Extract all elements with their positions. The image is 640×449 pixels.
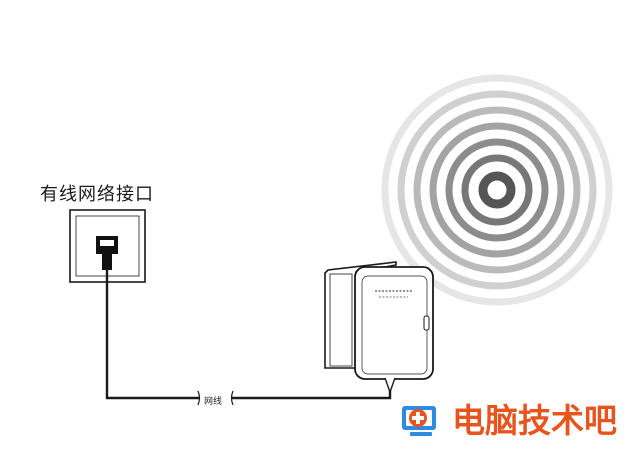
computer-monitor-plus-icon: [402, 406, 436, 436]
wireless-router-icon: [324, 261, 434, 395]
watermark-text: 电脑技术吧: [452, 400, 617, 440]
rj45-port-icon: [96, 236, 118, 270]
wifi-signal-waves-icon: [381, 74, 613, 306]
cable-label: 网线: [203, 394, 224, 407]
wired-port-label: 有线网络接口: [40, 184, 154, 205]
watermark-logo: 电脑技术吧: [398, 398, 636, 442]
